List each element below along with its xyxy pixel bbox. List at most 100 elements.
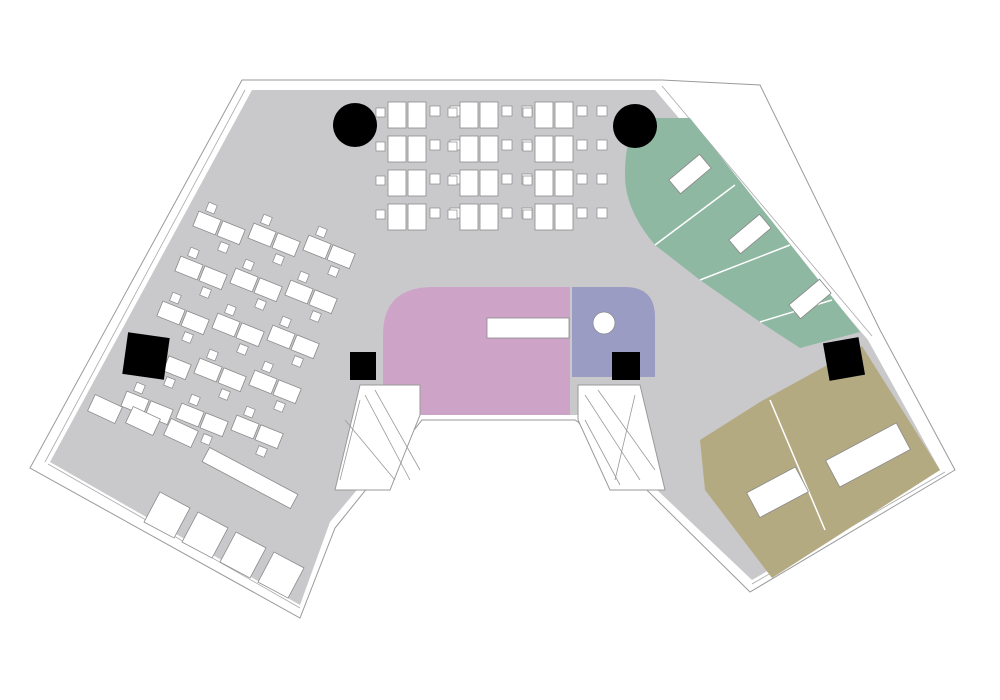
desk [87, 393, 123, 425]
chair [576, 105, 588, 117]
desk [163, 417, 199, 449]
stair-core-left [334, 384, 421, 491]
desk [407, 101, 427, 129]
storage-cabinet [219, 531, 267, 579]
desk [534, 135, 554, 163]
desk [387, 101, 407, 129]
desk [534, 203, 554, 231]
desk [175, 402, 205, 428]
chair [169, 291, 182, 305]
chair [199, 286, 212, 299]
chair [522, 175, 533, 186]
chair [375, 209, 386, 220]
chair [447, 175, 458, 186]
desk [825, 422, 911, 488]
round-table [592, 311, 616, 335]
stair-core-right [577, 384, 666, 491]
desk [459, 135, 479, 163]
desk [554, 169, 574, 197]
desk [180, 310, 210, 336]
desk [217, 367, 247, 393]
chair [206, 348, 219, 362]
chair [522, 107, 533, 118]
desk [308, 289, 338, 315]
desk [407, 169, 427, 197]
chair [429, 173, 441, 185]
desk [248, 369, 278, 395]
desk [459, 203, 479, 231]
chair [218, 388, 231, 401]
desk [459, 101, 479, 129]
storage-cabinet [257, 551, 305, 599]
chair [243, 405, 256, 419]
chair [272, 253, 285, 266]
chair [205, 201, 218, 215]
chair [375, 175, 386, 186]
chair [576, 173, 588, 185]
column-square [612, 352, 640, 380]
desk [554, 135, 574, 163]
workstations [87, 101, 911, 519]
chair [260, 213, 273, 227]
desk [199, 412, 229, 438]
desk [230, 414, 260, 440]
chair [242, 258, 255, 272]
chair [501, 105, 513, 117]
desk [211, 312, 241, 338]
storage-units [143, 491, 305, 599]
storage-cabinet [181, 511, 229, 559]
chair [576, 207, 588, 219]
chair [217, 241, 230, 254]
desk [125, 405, 161, 437]
desk [247, 222, 277, 248]
chair [273, 400, 286, 413]
chair [447, 107, 458, 118]
chair [429, 207, 441, 219]
chair [596, 139, 608, 151]
chair [522, 141, 533, 152]
chair [291, 355, 304, 368]
desk [387, 169, 407, 197]
storage-cabinet [143, 491, 191, 539]
chair [236, 343, 249, 356]
conference-rooms [700, 346, 940, 578]
chair [375, 141, 386, 152]
desk [193, 357, 223, 383]
chair [255, 445, 268, 458]
chair [188, 393, 201, 407]
chair [279, 315, 292, 329]
desk [459, 169, 479, 197]
desk [479, 135, 499, 163]
desk [479, 169, 499, 197]
desk [387, 203, 407, 231]
chair [315, 225, 328, 239]
desk [554, 203, 574, 231]
desk [788, 278, 832, 320]
chair [297, 270, 310, 284]
chair [163, 376, 176, 389]
desk [192, 210, 222, 236]
desk [326, 244, 356, 270]
desk [407, 135, 427, 163]
chair [375, 107, 386, 118]
chair [187, 246, 200, 260]
desk [668, 153, 712, 195]
chair [181, 331, 194, 344]
column-square [122, 332, 170, 380]
desk [272, 379, 302, 405]
desk [216, 220, 246, 246]
chair [501, 207, 513, 219]
chair [200, 433, 213, 446]
desk [407, 203, 427, 231]
column-square [822, 337, 866, 381]
chair [447, 209, 458, 220]
desk [156, 300, 186, 326]
chair [596, 173, 608, 185]
desk [284, 279, 314, 305]
desk [728, 213, 772, 255]
desk [290, 334, 320, 360]
desk [174, 255, 204, 281]
chair [224, 303, 237, 317]
desk [201, 446, 299, 510]
